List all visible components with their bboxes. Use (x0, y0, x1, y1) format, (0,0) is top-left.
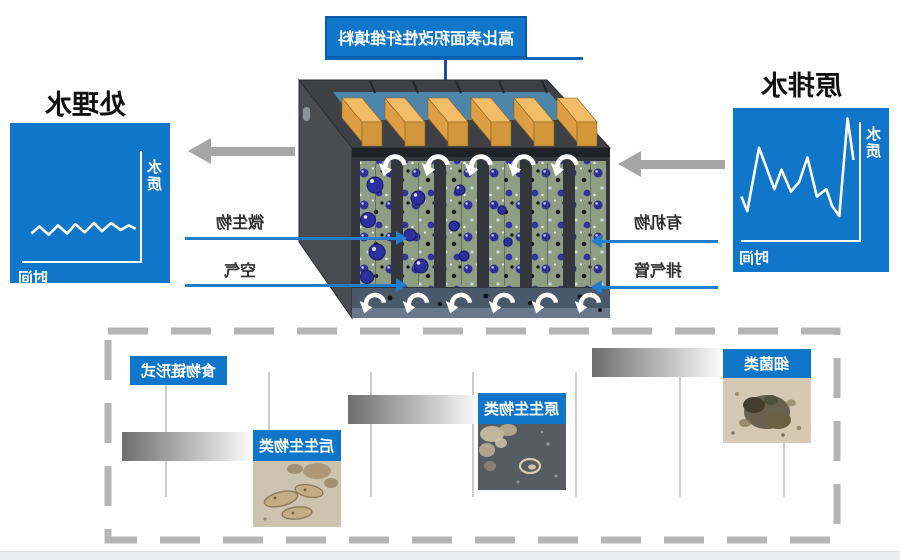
bacteria-label: 细菌类 (723, 349, 811, 378)
effluent-chart: 水质 时间 (10, 123, 170, 287)
air-line (185, 284, 397, 287)
organics-label: 有机物 (633, 215, 682, 232)
bubble-glints (363, 179, 460, 265)
organics-arrow-icon (591, 234, 602, 248)
effluent-chart-line (22, 143, 138, 259)
influent-chart: 水质 时间 (733, 108, 889, 272)
air-label: 空气 (223, 263, 256, 280)
tank-front-band (352, 148, 610, 157)
microbes-line (185, 237, 397, 240)
vent-label: 排气管 (633, 263, 682, 280)
metazoa-label: 后生生物类 (253, 430, 341, 461)
effluent-y-axis (140, 151, 142, 263)
food-chain-dashed-border (104, 327, 841, 544)
protozoa-label: 原生生物类 (478, 393, 566, 424)
microbes-arrow-icon (396, 231, 407, 245)
packing-bars (341, 97, 598, 147)
food-chain-bar-mid (348, 395, 478, 424)
tank-illustration (297, 78, 612, 320)
metazoa-micrograph (253, 461, 341, 527)
metazoa-card: 后生生物类 (253, 430, 341, 527)
influent-xlabel: 时间 (739, 250, 770, 267)
protozoa-micrograph (478, 424, 566, 490)
protozoa-card: 原生生物类 (478, 393, 566, 490)
bacteria-micrograph (723, 378, 811, 443)
effluent-title: 处理水 (44, 90, 126, 120)
food-chain-bar-low (122, 432, 252, 461)
vent-arrow-icon (591, 280, 602, 294)
effluent-ylabel: 水质 (147, 159, 164, 193)
packing-callout: 高比表面积改性纤维填料 (325, 16, 527, 58)
grid-line (679, 372, 681, 497)
tank-bottom-edge (352, 308, 610, 318)
bacteria-card: 细菌类 (723, 349, 811, 443)
packing-callout-underline (325, 57, 583, 60)
microbes-label: 微生物 (215, 215, 264, 232)
packing-callout-label: 高比表面积改性纤维填料 (337, 31, 514, 48)
vent-line (601, 286, 718, 289)
influent-ylabel: 水质 (866, 126, 883, 160)
grid-line (472, 372, 474, 497)
food-chain-bar-top (592, 348, 722, 377)
effluent-xlabel: 时间 (18, 270, 49, 287)
influent-y-axis (859, 122, 861, 242)
footer-strip (0, 551, 900, 560)
grid-line (370, 372, 372, 497)
grid-line (575, 372, 577, 497)
influent-title: 原排水 (760, 71, 842, 101)
air-arrow-icon (396, 278, 407, 292)
organics-line (601, 240, 718, 243)
effluent-x-axis (22, 261, 142, 263)
influent-x-axis (741, 240, 861, 242)
food-chain-title: 食物链形式 (130, 356, 227, 385)
influent-chart-line (739, 116, 857, 238)
